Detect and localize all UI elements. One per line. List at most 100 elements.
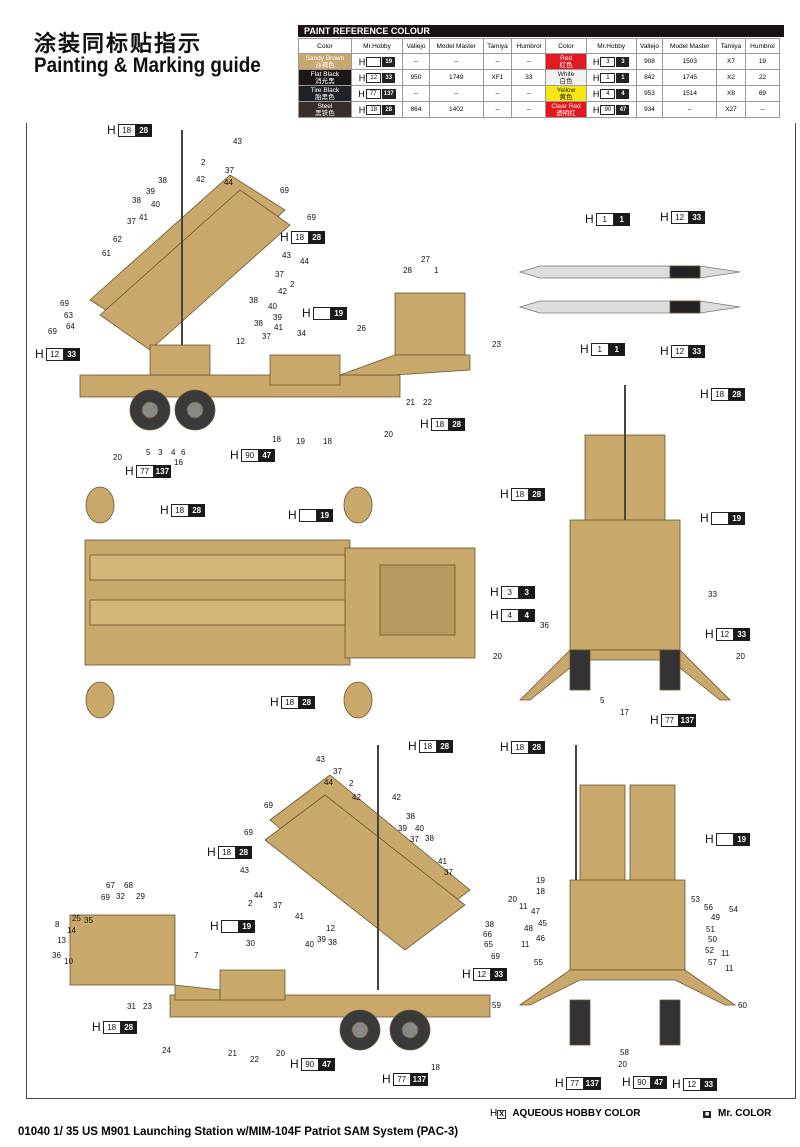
callout-aqueous-code: 18 (102, 1020, 121, 1034)
aqueous-code: 1 (600, 72, 616, 83)
rear-view-top (519, 385, 731, 701)
callout-mr-code: 28 (188, 503, 205, 517)
callout-prefix: H (650, 713, 659, 727)
part-number-label: 18 (536, 887, 545, 896)
part-number-label: 59 (492, 1001, 501, 1010)
aqueous-box: X (497, 1110, 506, 1119)
part-number-label: 24 (162, 1046, 171, 1055)
callout-aqueous-code: 12 (472, 967, 491, 981)
callout-aqueous-code: 4 (500, 608, 519, 622)
callout-prefix: H (270, 695, 279, 709)
part-number-label: 43 (316, 755, 325, 764)
part-number-label: 50 (708, 935, 717, 944)
part-number-label: 5 (600, 696, 605, 705)
callout-aqueous-code: 18 (418, 739, 437, 753)
rear-view-bottom (518, 745, 737, 1046)
part-number-label: 61 (102, 249, 111, 258)
part-number-label: 18 (431, 1063, 440, 1072)
part-number-label: 41 (139, 213, 148, 222)
callout-aqueous-code: 12 (670, 210, 689, 224)
color-name-en: Tire Black (310, 86, 340, 94)
color-name-en: Flat Black (310, 70, 340, 78)
part-number-label: 69 (491, 952, 500, 961)
mr-color-code: 47 (616, 104, 630, 115)
callout-prefix: H (160, 503, 169, 517)
part-number-label: 4 (171, 448, 176, 457)
callout-prefix: H (700, 511, 709, 525)
part-number-label: 16 (174, 458, 183, 467)
callout-prefix: H (408, 739, 417, 753)
callout-mr-code: 28 (448, 417, 465, 431)
callout-aqueous-code: 12 (715, 627, 734, 641)
part-number-label: 35 (84, 916, 93, 925)
callout-mr-code: 33 (63, 347, 80, 361)
callout-prefix: H (700, 387, 709, 401)
part-number-label: 51 (706, 925, 715, 934)
callout-mr-code: 1 (608, 342, 625, 356)
callout-aqueous-code: 18 (430, 417, 449, 431)
top-view (84, 486, 476, 719)
part-number-label: 44 (224, 178, 233, 187)
part-number-label: 63 (64, 311, 73, 320)
part-number-label: 38 (158, 176, 167, 185)
callout-aqueous-code: 18 (217, 845, 236, 859)
part-number-label: 66 (483, 930, 492, 939)
part-number-label: 17 (620, 708, 629, 717)
callout-mr-code: 19 (330, 306, 347, 320)
part-number-label: 33 (708, 590, 717, 599)
part-number-label: 37 (262, 332, 271, 341)
part-number-label: 38 (425, 834, 434, 843)
part-number-label: 14 (67, 926, 76, 935)
column-header: Model Master (428, 38, 484, 54)
part-number-label: 2 (201, 158, 206, 167)
aqueous-code: 3 (600, 56, 616, 67)
mm-code: 1402 (428, 101, 484, 118)
callout-prefix: H (207, 845, 216, 859)
callout-mr-code: 33 (688, 210, 705, 224)
color-name-cn: 沙褐色 (315, 61, 335, 69)
aqueous-code: 77 (365, 88, 381, 99)
part-number-label: 29 (136, 892, 145, 901)
paint-table-title: PAINT REFERENCE COLOUR (298, 25, 784, 37)
callout-mr-code: 1 (613, 212, 630, 226)
callout-prefix: H (672, 1077, 681, 1091)
callout-prefix: H (302, 306, 311, 320)
color-name-cn: 透明红 (556, 109, 576, 117)
part-number-label: 7 (194, 951, 199, 960)
part-number-label: 8 (55, 920, 60, 929)
part-number-label: 42 (392, 793, 401, 802)
callout-prefix: H (280, 230, 289, 244)
part-number-label: 19 (536, 876, 545, 885)
part-number-label: 18 (323, 437, 332, 446)
part-number-label: 42 (196, 175, 205, 184)
callout-prefix: H (490, 585, 499, 599)
part-number-label: 41 (295, 912, 304, 921)
part-number-label: 69 (101, 893, 110, 902)
callout-prefix: H (660, 210, 669, 224)
part-number-label: 30 (246, 939, 255, 948)
callout-mr-code: 28 (298, 695, 315, 709)
callout-aqueous-code (220, 919, 239, 933)
callout-aqueous-code: 1 (590, 342, 609, 356)
part-number-label: 12 (326, 924, 335, 933)
callout-mr-code: 137 (410, 1072, 429, 1086)
callout-aqueous-code (710, 511, 729, 525)
mr-color-code: 3 (616, 56, 630, 67)
callout-prefix: H (288, 508, 297, 522)
part-number-label: 55 (534, 958, 543, 967)
callout-prefix: H (382, 1072, 391, 1086)
mr-color-box: ■ (703, 1111, 712, 1118)
color-name-cn: 消光黑 (315, 77, 335, 85)
